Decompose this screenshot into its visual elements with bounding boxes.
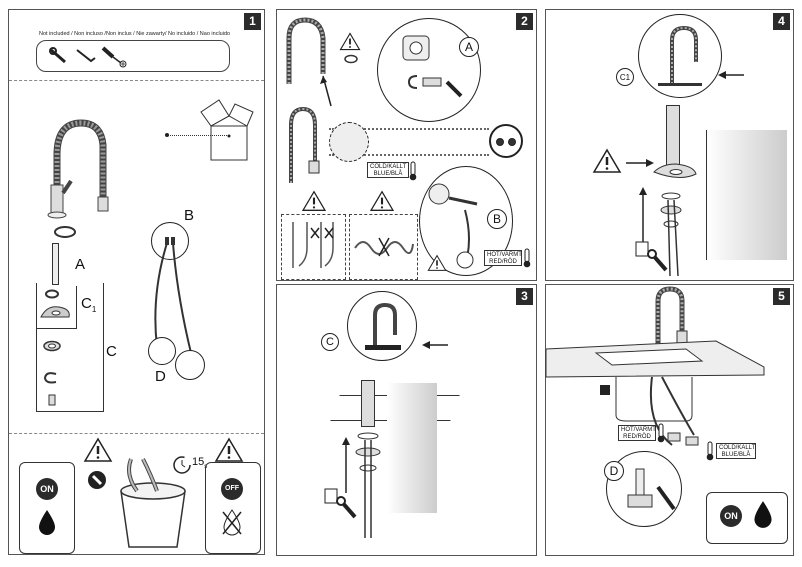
cold-tag-line-2: BLUE/BLÅ	[721, 452, 751, 458]
hot-tag: HOT/VARMT RED/RÖD	[484, 250, 522, 266]
box-pointer-line	[167, 135, 227, 136]
water-off-box	[205, 462, 261, 554]
warning-box-left	[281, 214, 346, 280]
step-1-number: 1	[244, 13, 261, 30]
hot-tag-line-2: RED/RÖD	[623, 434, 651, 440]
water-on-box	[706, 492, 788, 544]
step-5-panel: 5 HOT/VARMT RED/RÖD COLD/KALLT BLUE/BLÅ …	[545, 284, 794, 556]
not-included-tools-box	[36, 40, 230, 72]
callout-c1: C1	[616, 68, 634, 86]
part-b-label: B	[184, 207, 195, 224]
part-c1-bracket	[36, 286, 77, 329]
connection-hole-left	[496, 138, 504, 146]
hot-tag: HOT/VARMT RED/RÖD	[618, 425, 656, 441]
timer-value: 15	[192, 456, 205, 468]
hot-tag-line-1: HOT/VARMT	[621, 427, 656, 433]
part-c1-subscript: 1	[91, 305, 97, 314]
part-d-label: D	[155, 368, 166, 385]
warning-box-right	[349, 214, 418, 280]
part-c1-letter: C	[81, 295, 92, 312]
step-1-panel: 1 Not included / Non incluso /Non inclus…	[8, 9, 265, 555]
hose-end-callout-left	[148, 337, 176, 365]
callout-a: A	[459, 37, 479, 57]
faucet-shank	[361, 380, 375, 427]
cold-tag-line-1: COLD/KALLT	[719, 445, 756, 451]
part-a-label: A	[75, 256, 86, 273]
connection-hole-right	[508, 138, 516, 146]
cabinet-wall	[706, 130, 787, 260]
hose-coil	[329, 128, 489, 156]
cold-tag-line-2: BLUE/BLÅ	[373, 171, 403, 177]
cabinet-shadow	[387, 383, 437, 513]
hot-tag-line-1: HOT/VARMT	[487, 252, 522, 258]
cold-tag: COLD/KALLT BLUE/BLÅ	[716, 443, 756, 459]
step-4-number: 4	[773, 13, 790, 30]
step-4-panel: 4 C1	[545, 9, 794, 281]
on-icon: ON	[36, 478, 58, 500]
connection-point	[489, 124, 523, 158]
part-c-bracket	[36, 283, 104, 412]
callout-d: D	[604, 461, 624, 481]
cold-tag: COLD/KALLT BLUE/BLÅ	[367, 162, 409, 178]
off-icon: OFF	[221, 478, 243, 500]
hose-top-callout	[151, 222, 189, 260]
hose-end-callout-right	[175, 350, 205, 380]
part-c-label: C	[106, 343, 117, 360]
hot-tag-line-2: RED/RÖD	[489, 259, 517, 265]
cold-tag-line-1: COLD/KALLT	[370, 164, 407, 170]
water-on-box	[19, 462, 75, 554]
section-divider	[9, 80, 264, 81]
section-divider-2	[9, 433, 264, 434]
step-2-number: 2	[516, 13, 533, 30]
step-5-number: 5	[773, 288, 790, 305]
not-included-note: Not included / Non incluso /Non inclus /…	[39, 31, 231, 37]
step-3-panel: 3 C	[276, 284, 537, 556]
faucet-shank	[666, 105, 680, 167]
callout-b: B	[487, 209, 507, 229]
on-icon: ON	[720, 505, 742, 527]
step-2-panel: 2 A COLD/KALLT BLUE/BLÅ B HOT/VARMT RED/…	[276, 9, 537, 281]
detail-circle-a	[377, 18, 481, 122]
callout-c: C	[321, 333, 339, 351]
step-3-number: 3	[516, 288, 533, 305]
rod-part-a	[52, 243, 59, 285]
box-pointer-dot	[165, 133, 169, 137]
part-c1-label: C1	[81, 295, 96, 314]
hose-end-detail	[329, 122, 369, 162]
